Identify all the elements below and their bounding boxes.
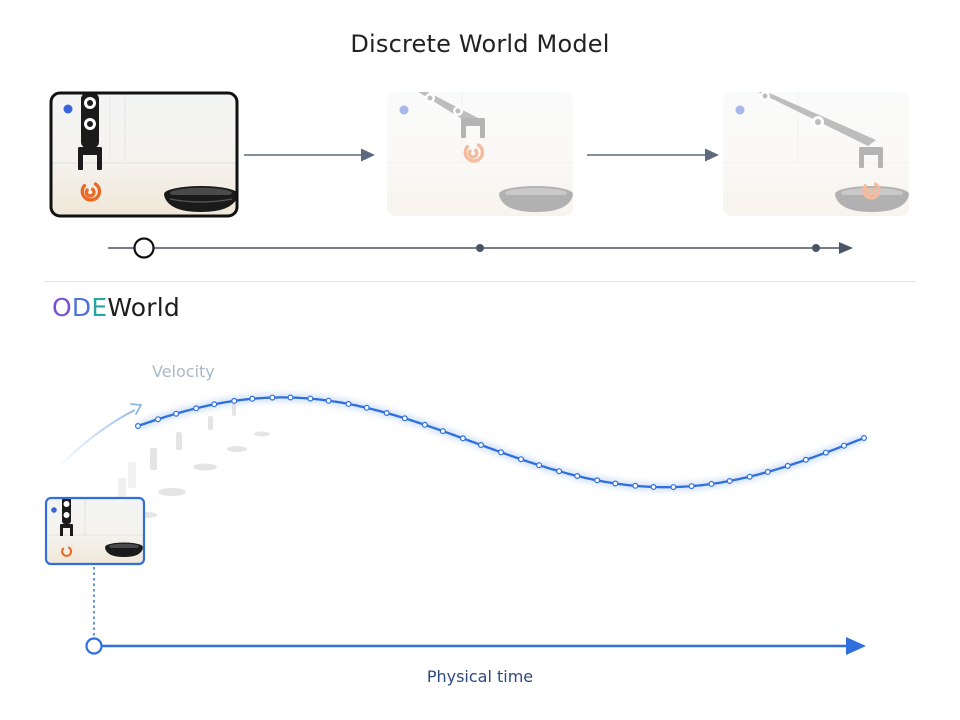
brand-letter-e: E bbox=[91, 293, 108, 322]
physical-time-axis bbox=[85, 637, 866, 655]
ring-object-icon bbox=[463, 143, 485, 163]
physical-time-label: Physical time bbox=[0, 667, 960, 686]
trajectory-point bbox=[840, 442, 847, 449]
trajectory-point bbox=[459, 435, 466, 442]
arrow-right-icon bbox=[705, 148, 719, 162]
trajectory-point bbox=[155, 416, 162, 423]
trajectory-point bbox=[594, 477, 601, 484]
trajectory-point bbox=[401, 415, 408, 422]
marker-dot-icon bbox=[735, 105, 745, 115]
trajectory-point bbox=[574, 473, 581, 480]
trajectory-point bbox=[211, 401, 218, 408]
initial-state-thumbnail bbox=[44, 496, 146, 566]
bowl-icon bbox=[499, 186, 573, 212]
trajectory-point bbox=[746, 473, 753, 480]
trajectory-point bbox=[439, 428, 446, 435]
trajectory-point bbox=[822, 449, 829, 456]
bowl-icon bbox=[164, 186, 237, 212]
gripper-icon bbox=[60, 524, 73, 536]
frame-2-thumbnail bbox=[387, 92, 573, 216]
trajectory-point bbox=[307, 395, 314, 402]
frame-1-thumbnail bbox=[49, 91, 239, 218]
trajectory-point bbox=[536, 462, 543, 469]
frame-3-thumbnail bbox=[723, 92, 909, 216]
trajectory-point bbox=[269, 394, 276, 401]
discrete-world-model-title: Discrete World Model bbox=[350, 30, 610, 58]
arrow-right-icon bbox=[846, 637, 866, 655]
section-divider bbox=[44, 281, 916, 282]
brand-word-world: World bbox=[107, 293, 180, 322]
trajectory-point bbox=[135, 423, 142, 430]
trajectory-point bbox=[688, 483, 695, 490]
trajectory-point bbox=[363, 404, 370, 411]
trajectory-point bbox=[193, 405, 200, 412]
trajectory-point bbox=[383, 410, 390, 417]
trajectory-point bbox=[345, 400, 352, 407]
trajectory-point bbox=[421, 421, 428, 428]
trajectory-point bbox=[556, 468, 563, 475]
trajectory-sample-points bbox=[135, 394, 867, 491]
gripper-icon bbox=[78, 147, 102, 170]
physical-time-text: Physical time bbox=[426, 667, 534, 686]
trajectory-point bbox=[860, 435, 867, 442]
trajectory-point bbox=[670, 484, 677, 491]
trajectory-point bbox=[173, 410, 180, 417]
velocity-label: Velocity bbox=[152, 362, 215, 381]
trajectory-point bbox=[249, 395, 256, 402]
marker-dot-icon bbox=[399, 105, 409, 115]
trajectory-point bbox=[517, 456, 524, 463]
trajectory-point bbox=[764, 468, 771, 475]
trajectory-point bbox=[612, 480, 619, 487]
trajectory-point bbox=[726, 478, 733, 485]
trajectory-point bbox=[325, 397, 332, 404]
trajectory-point bbox=[650, 484, 657, 491]
brand-letter-d: D bbox=[71, 293, 92, 322]
odeworld-brand-title: ODEWorld bbox=[52, 293, 180, 322]
trajectory-point bbox=[708, 480, 715, 487]
trajectory-glow bbox=[136, 393, 866, 492]
ring-object-icon bbox=[80, 182, 102, 202]
gripper-icon bbox=[859, 147, 883, 168]
ring-object-icon bbox=[61, 546, 73, 557]
timestep-marker bbox=[812, 244, 820, 252]
trajectory-point bbox=[231, 397, 238, 404]
bowl-icon bbox=[105, 542, 143, 557]
brand-letter-o: O bbox=[52, 293, 72, 322]
trajectory-point bbox=[478, 442, 485, 449]
marker-dot-icon bbox=[51, 507, 57, 513]
robot-arm-icon bbox=[412, 92, 478, 124]
robot-arm-icon bbox=[81, 93, 99, 148]
trajectory-point bbox=[784, 462, 791, 469]
ring-object-icon bbox=[862, 182, 881, 200]
gripper-icon bbox=[461, 118, 485, 138]
marker-dot-icon bbox=[63, 104, 73, 114]
velocity-arrow bbox=[55, 403, 142, 471]
discrete-timeline bbox=[108, 237, 853, 259]
robot-arm-icon bbox=[62, 498, 71, 524]
robot-arm-icon bbox=[750, 92, 876, 146]
timestep-marker bbox=[476, 244, 484, 252]
trajectory-point bbox=[498, 449, 505, 456]
bowl-icon bbox=[835, 186, 909, 212]
trajectory-point bbox=[287, 394, 294, 401]
arrow-right-icon bbox=[361, 148, 375, 162]
trajectory-point bbox=[632, 482, 639, 489]
timestep-marker-current bbox=[133, 237, 155, 259]
initial-time-marker bbox=[85, 637, 103, 655]
arrow-right-icon bbox=[839, 242, 853, 254]
trajectory-point bbox=[802, 456, 809, 463]
